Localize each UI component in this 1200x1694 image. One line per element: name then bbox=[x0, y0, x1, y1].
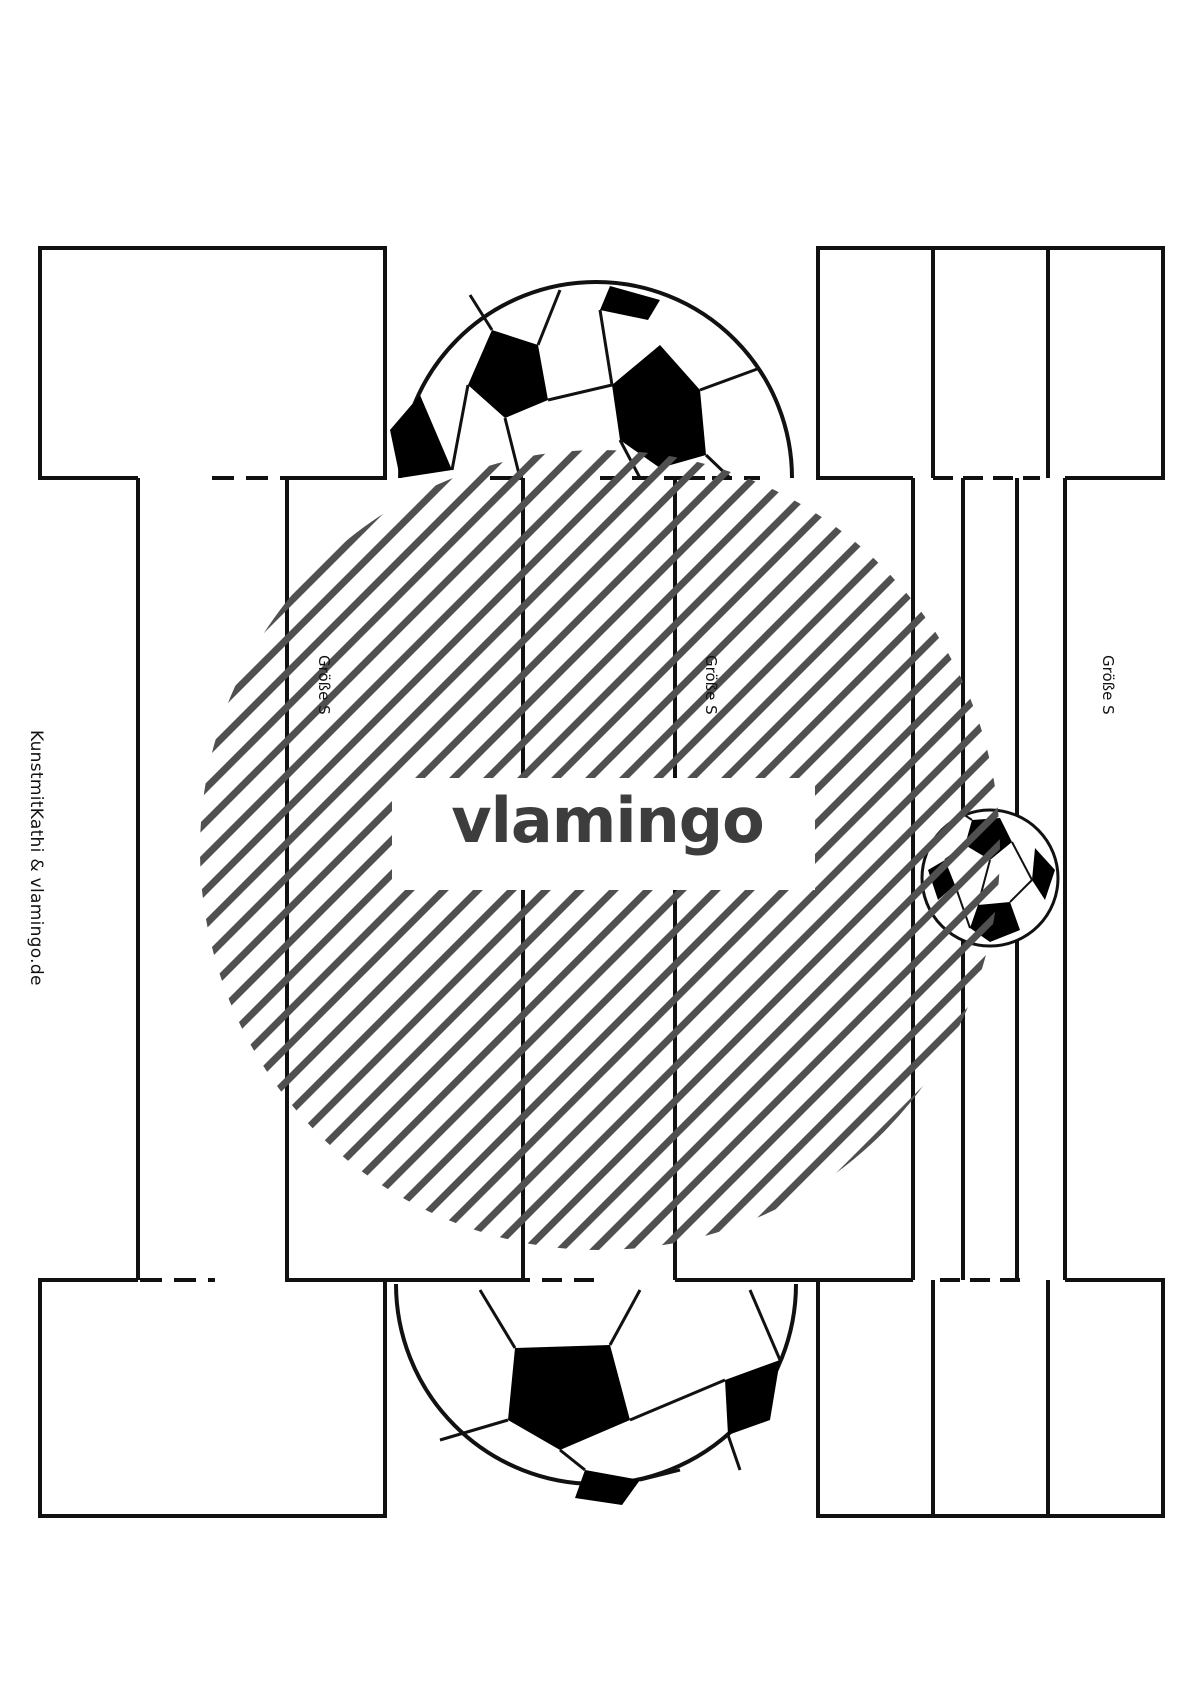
watermark-stripe bbox=[711, 450, 1000, 1250]
watermark-stripe bbox=[200, 450, 665, 1250]
watermark-stripe bbox=[200, 450, 835, 1250]
watermark-stripe bbox=[200, 450, 699, 1250]
watermark-stripe bbox=[200, 450, 393, 1250]
left-fold-dashes bbox=[140, 476, 290, 1282]
watermark-stripe bbox=[200, 450, 767, 1250]
size-label-left: Größe S bbox=[315, 655, 333, 715]
watermark-stripe bbox=[541, 450, 1000, 1250]
watermark-logo-backdrop bbox=[392, 778, 815, 890]
vlamingo-logo: vlamingo bbox=[451, 784, 764, 857]
top-soccer-ball-icon bbox=[390, 280, 794, 478]
watermark-stripe bbox=[677, 450, 1000, 1250]
watermark-stripe bbox=[200, 450, 495, 1250]
watermark-stripe bbox=[507, 450, 1000, 1250]
size-label-center: Größe S bbox=[702, 655, 720, 715]
size-label-right: Größe S bbox=[1099, 655, 1117, 715]
watermark-stripe bbox=[1054, 400, 1200, 1300]
watermark-stripe bbox=[473, 450, 1000, 1250]
credit-text: KunstmitKathi & vlamingo.de bbox=[26, 730, 46, 986]
right-fold-dashes bbox=[933, 476, 1040, 1282]
watermark-stripe bbox=[575, 450, 1000, 1250]
watermark-stripe bbox=[1156, 400, 1200, 1300]
watermark-stripe bbox=[405, 450, 1000, 1250]
watermark-stripe bbox=[439, 450, 1000, 1250]
watermark-stripe bbox=[200, 450, 631, 1250]
right-box-net bbox=[816, 246, 1165, 1518]
watermark-stripe bbox=[643, 450, 1000, 1250]
watermark-stripe bbox=[200, 450, 325, 1250]
watermark-stripe bbox=[200, 450, 529, 1250]
watermark-stripe bbox=[200, 450, 801, 1250]
watermark-stripe bbox=[1190, 400, 1200, 1300]
watermark-stripe bbox=[1088, 400, 1200, 1300]
watermark-stripe bbox=[200, 450, 563, 1250]
watermark-stripe bbox=[200, 450, 733, 1250]
watermark-stripe bbox=[609, 450, 1000, 1250]
watermark-stripe bbox=[371, 450, 1000, 1250]
watermark-stripe bbox=[1122, 400, 1200, 1300]
watermark-stripe bbox=[200, 450, 359, 1250]
watermark-stripe bbox=[200, 450, 597, 1250]
bottom-soccer-ball-icon bbox=[394, 1284, 798, 1505]
